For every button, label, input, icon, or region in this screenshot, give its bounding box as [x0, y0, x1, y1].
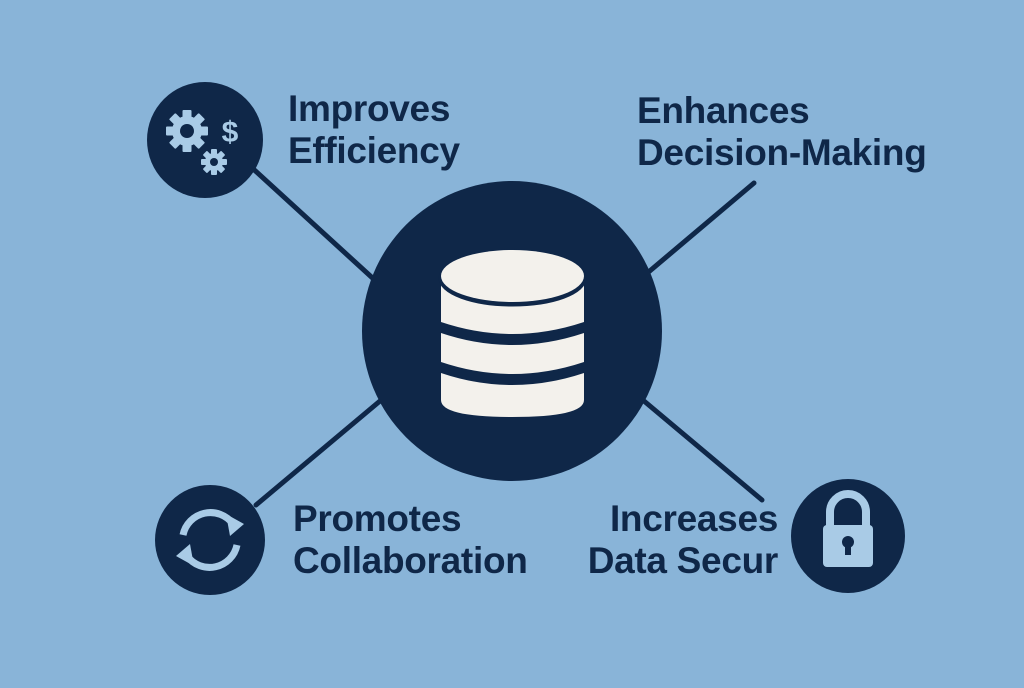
gears-dollar-icon: $: [166, 110, 239, 175]
sync-arrows-icon: [176, 509, 244, 571]
label-line-1: Improves: [288, 88, 451, 129]
label-line-1: Enhances: [637, 90, 810, 131]
connector-bottom-left: [253, 398, 383, 508]
label-line-1: Increases: [609, 498, 778, 539]
label-promotes-collaboration: Promotes Collaboration: [293, 498, 528, 582]
connector-bottom-right: [641, 398, 765, 503]
label-line-2: Decision-Making: [637, 132, 927, 173]
center-hub: [362, 181, 662, 481]
connector-top-right: [642, 180, 757, 278]
node-bottom-left-badge: [155, 485, 265, 595]
node-bottom-right-badge: [791, 479, 905, 593]
label-increases-data-security: Increases Data Secur: [587, 498, 779, 582]
label-line-1: Promotes: [293, 498, 462, 539]
connector-top-left: [247, 163, 381, 286]
connector-lines: [247, 163, 765, 508]
database-icon: [438, 249, 587, 417]
svg-text:$: $: [222, 116, 239, 149]
label-line-2: Efficiency: [288, 130, 460, 171]
label-enhances-decision-making: Enhances Decision-Making: [637, 90, 927, 174]
node-top-left-badge: $: [147, 82, 263, 198]
label-line-2: Collaboration: [293, 540, 528, 581]
label-improves-efficiency: Improves Efficiency: [288, 88, 460, 172]
label-line-2: Data Secur: [587, 540, 779, 581]
padlock-icon: [823, 490, 873, 567]
